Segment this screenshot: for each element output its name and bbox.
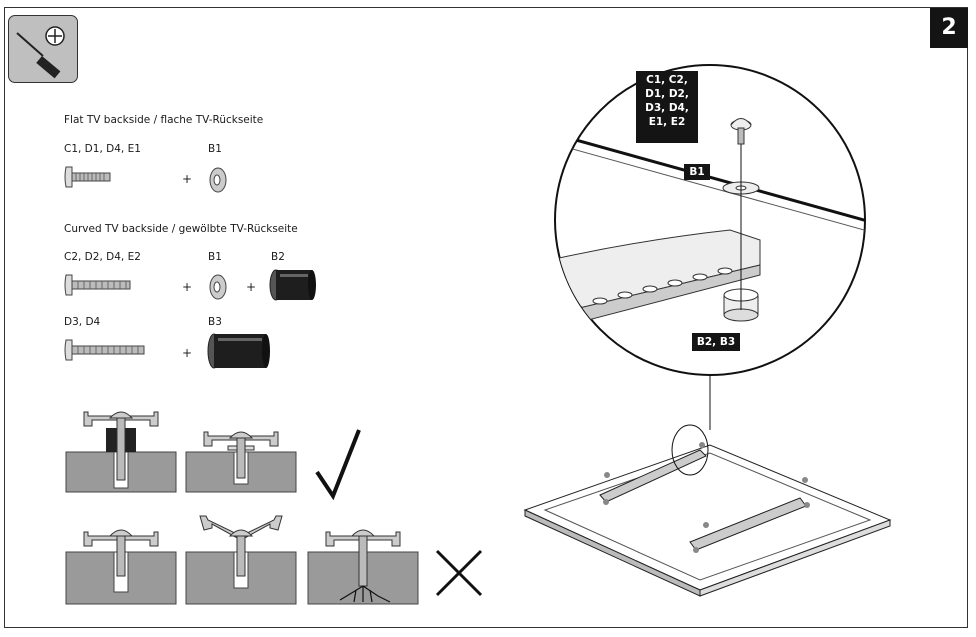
screw-medium-icon — [64, 274, 131, 296]
callout-line: C1, C2, — [646, 74, 688, 86]
tv-mount-assembly-diagram — [523, 64, 892, 597]
spacer-long-icon — [207, 333, 270, 369]
curved-row2-spacer-label: B3 — [208, 316, 222, 328]
curved-row1-screw-label: C2, D2, D4, E2 — [64, 251, 141, 263]
curved-row2-screw-label: D3, D4 — [64, 316, 101, 328]
curved-heading: Curved TV backside / gewölbte TV-Rücksei… — [64, 223, 298, 235]
plus-sign: + — [182, 172, 193, 186]
check-mark-icon — [315, 429, 361, 501]
plus-sign: + — [182, 280, 193, 294]
spacer-callout: B2, B3 — [692, 333, 740, 351]
screw-long-icon — [64, 339, 145, 361]
curved-row1-spacer-label: B2 — [271, 251, 285, 263]
plus-sign: + — [246, 280, 257, 294]
wrong-mount-missing-washer-diagram — [65, 529, 177, 605]
callout-line: D3, D4, — [645, 102, 689, 114]
flat-washer-label: B1 — [208, 143, 222, 155]
correct-mount-flat-diagram — [185, 431, 297, 493]
flat-heading: Flat TV backside / flache TV-Rückseite — [64, 114, 264, 126]
screws-callout: C1, C2, D1, D2, D3, D4, E1, E2 — [636, 71, 698, 143]
callout-line: E1, E2 — [648, 116, 686, 128]
washer-callout: B1 — [684, 164, 710, 180]
plus-sign: + — [182, 346, 193, 360]
washer-icon — [209, 274, 227, 300]
spacer-short-icon — [269, 269, 316, 301]
washer-icon — [209, 167, 227, 193]
page-frame — [4, 7, 968, 628]
wrong-mount-bent-bracket-diagram — [185, 515, 297, 605]
phillips-screwdriver-icon — [8, 15, 78, 83]
callout-line: D1, D2, — [645, 88, 689, 100]
wrong-mount-cracked-diagram — [307, 529, 419, 605]
page-number-badge: 2 — [930, 8, 968, 48]
screw-short-icon — [64, 166, 111, 188]
cross-mark-icon — [435, 549, 483, 597]
correct-mount-with-spacer-diagram — [65, 411, 177, 493]
curved-row1-washer-label: B1 — [208, 251, 222, 263]
flat-screw-label: C1, D1, D4, E1 — [64, 143, 141, 155]
